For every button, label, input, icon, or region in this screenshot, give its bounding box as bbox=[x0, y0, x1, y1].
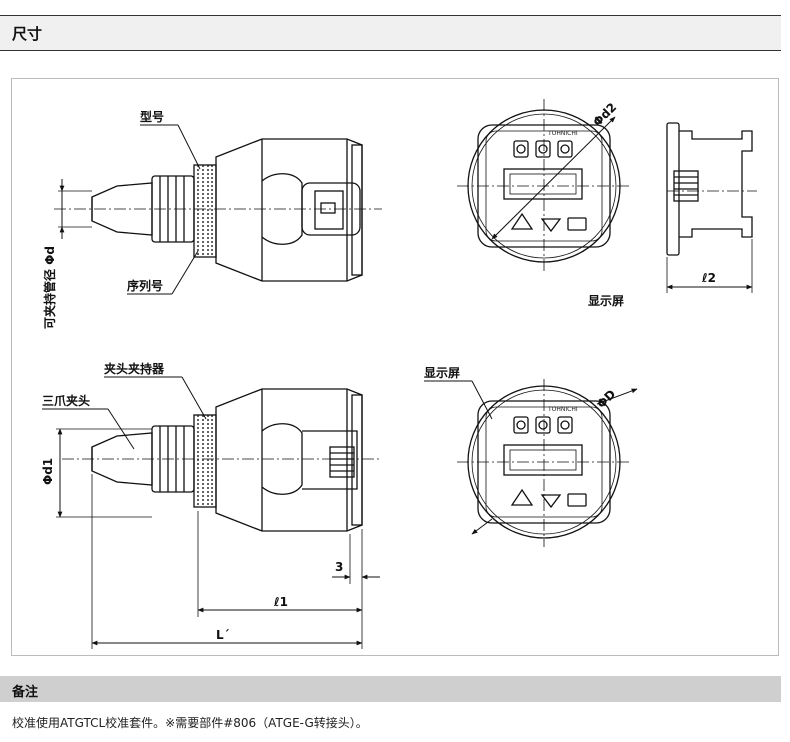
brand-text-top: TOHNICHI bbox=[547, 130, 578, 137]
top-front-view bbox=[457, 99, 632, 273]
bottom-front-annotations: TOHNICHI ΦD 显示屏 bbox=[424, 366, 618, 420]
display-label-bottom: 显示屏 bbox=[424, 366, 460, 380]
dimension-drawing: 型号 序列号 可夹持管径 Φd bbox=[11, 78, 779, 656]
dim-3-label: 3 bbox=[335, 560, 343, 574]
top-right-side-view bbox=[666, 122, 757, 293]
clampable-tube-diameter-label: 可夹持管径 Φd bbox=[42, 246, 57, 329]
brand-text-bottom: TOHNICHI bbox=[547, 406, 578, 413]
bottom-side-view bbox=[56, 388, 382, 649]
l2-label: ℓ2 bbox=[701, 271, 716, 285]
chuck-holder-label: 夹头夹持器 bbox=[104, 361, 165, 376]
bottom-front-view bbox=[457, 379, 638, 547]
model-number-label: 型号 bbox=[140, 109, 164, 124]
display-label-top: 显示屏 bbox=[588, 294, 624, 308]
L-prime-label: L´ bbox=[216, 628, 230, 642]
l1-label: ℓ1 bbox=[273, 595, 288, 609]
drawing-svg: 型号 序列号 可夹持管径 Φd bbox=[41, 99, 757, 649]
dimensions-section-header: 尺寸 bbox=[0, 15, 781, 51]
three-jaw-chuck-label: 三爪夹头 bbox=[42, 393, 90, 408]
top-side-view bbox=[54, 138, 382, 282]
top-view-annotations: 型号 序列号 可夹持管径 Φd bbox=[42, 109, 201, 329]
phi-d2-label: Φd2 bbox=[590, 100, 619, 129]
notes-text: 校准使用ATGTCL校准套件。※需要部件#806（ATGE-G转接头）。 bbox=[12, 716, 368, 730]
section-title: 尺寸 bbox=[12, 25, 43, 43]
notes-title: 备注 bbox=[12, 685, 39, 700]
bottom-view-annotations: 夹头夹持器 三爪夹头 Φd1 3 ℓ1 L´ bbox=[41, 361, 343, 642]
phi-d1-label: Φd1 bbox=[41, 458, 55, 485]
serial-number-label: 序列号 bbox=[127, 278, 163, 293]
notes-header: 备注 bbox=[0, 676, 781, 702]
